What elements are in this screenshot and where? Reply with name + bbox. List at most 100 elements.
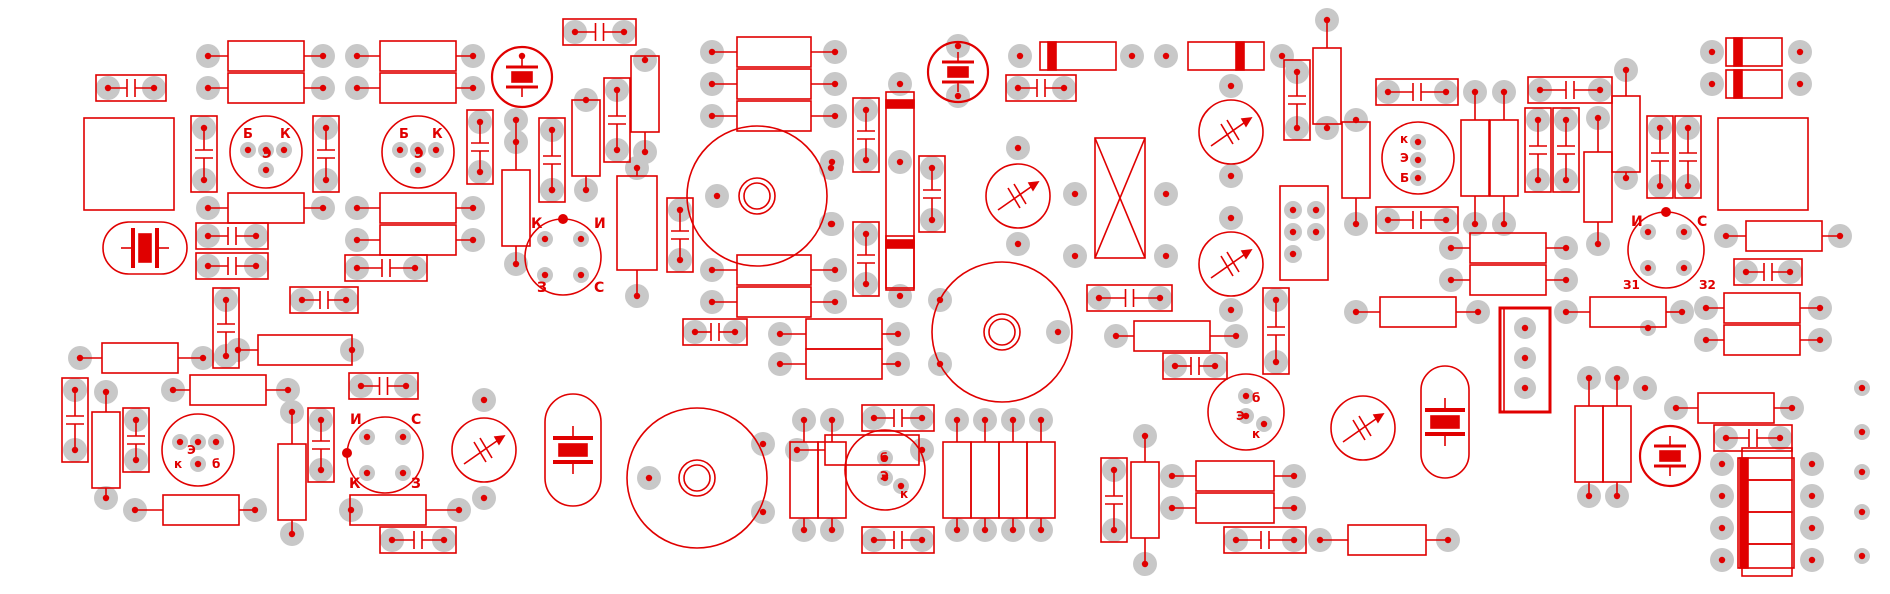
resistor-body (1741, 511, 1793, 545)
capacitor (1086, 284, 1173, 312)
label-s: С (594, 280, 604, 296)
label-k-lower: к (1252, 427, 1260, 441)
pad-hole (828, 416, 836, 424)
crystal (102, 221, 188, 275)
resistor (238, 334, 353, 366)
capacitor-body (1524, 107, 1552, 193)
transistor (524, 214, 602, 296)
pad-hole (1622, 66, 1630, 74)
pad-hole (1562, 176, 1570, 184)
holes-layer (71, 16, 1866, 568)
pad-hole (322, 124, 330, 132)
pad-hole (1227, 82, 1235, 90)
coil-core-inner (988, 318, 1016, 346)
transistor-outline (844, 429, 926, 511)
pad-hole (981, 526, 989, 534)
pad-hole (828, 158, 836, 166)
trimmer-wiper (479, 437, 493, 459)
label-k: К (349, 476, 361, 492)
pad-hole (1641, 384, 1649, 392)
capacitor-body (1100, 457, 1128, 543)
resistor-body (501, 169, 531, 247)
pad-hole (1352, 220, 1360, 228)
pad-hole (200, 124, 208, 132)
pad-hole (1562, 244, 1570, 252)
label-i: И (350, 412, 362, 428)
capacitor-body (852, 221, 880, 297)
pad-hole (1414, 156, 1422, 164)
resistor-body (1460, 119, 1490, 197)
pad-hole (1071, 252, 1079, 260)
pad-hole (342, 296, 350, 304)
capacitor-body (1527, 76, 1613, 104)
pad-hole (1112, 332, 1120, 340)
trimmer-wiper (1013, 183, 1027, 205)
connector-outline (1279, 185, 1329, 281)
pad-hole (708, 112, 716, 120)
transistor (229, 115, 303, 189)
pad-hole (1037, 526, 1045, 534)
resistor-body (91, 411, 121, 489)
capacitor (307, 407, 335, 483)
trimmer-wiper (1226, 119, 1240, 141)
pad-hole (541, 235, 549, 243)
label-b-lower: б (880, 451, 888, 465)
pad-hole (862, 106, 870, 114)
relay-diagonal (1094, 137, 1146, 259)
crystal-outline (1638, 424, 1702, 488)
pad-hole (953, 416, 961, 424)
pad-hole (1242, 412, 1250, 420)
resistor-body (162, 494, 240, 526)
transistor-outline (229, 115, 303, 189)
connector-outline (1498, 306, 1552, 414)
label-i: И (1631, 214, 1643, 230)
resistor (1451, 264, 1566, 296)
transistor-outline (1381, 121, 1455, 195)
pad-hole (1290, 472, 1298, 480)
pad-hole (1447, 244, 1455, 252)
pad-hole (319, 52, 327, 60)
pad-hole (1162, 252, 1170, 260)
trimmer-wiper (473, 441, 487, 463)
resistor-body (1379, 296, 1457, 328)
pad-hole (870, 536, 878, 544)
resistor (80, 342, 203, 374)
pad-hole (518, 52, 526, 60)
resistor (1566, 296, 1682, 328)
pad-hole (132, 416, 140, 424)
capacitor-body (562, 18, 637, 46)
pad-hole (388, 536, 396, 544)
diode (1737, 457, 1795, 569)
crystal-outline (544, 393, 602, 507)
label-i: И (594, 216, 606, 232)
capacitor-body (1713, 424, 1793, 452)
resistor-body (277, 443, 307, 521)
capacitor-body (1733, 258, 1803, 286)
resistor (780, 348, 898, 380)
pad-hole (102, 494, 110, 502)
pad-hole (469, 52, 477, 60)
resistor (208, 72, 323, 104)
pad-hole (194, 460, 202, 468)
pad-hole (1037, 416, 1045, 424)
resistor (135, 494, 255, 526)
diode-body (1737, 457, 1795, 569)
resistor (1356, 296, 1478, 328)
pad-hole (541, 271, 549, 279)
label-k-lower: к (900, 487, 908, 501)
capacitor-body (1005, 74, 1077, 102)
pad-hole (896, 80, 904, 88)
transistor-outline (1207, 373, 1285, 451)
diode (1187, 41, 1265, 71)
resistor (357, 72, 473, 104)
pad-hole (1776, 434, 1784, 442)
pad-hole (1014, 144, 1022, 152)
pad-hole (831, 298, 839, 306)
pad-hole (1622, 174, 1630, 182)
capacitor-body (95, 74, 167, 102)
resistor-body (101, 342, 179, 374)
pad-hole (1156, 294, 1164, 302)
pad-hole (1672, 404, 1680, 412)
transformer-outline (83, 117, 175, 211)
crystal-outline (490, 45, 554, 109)
